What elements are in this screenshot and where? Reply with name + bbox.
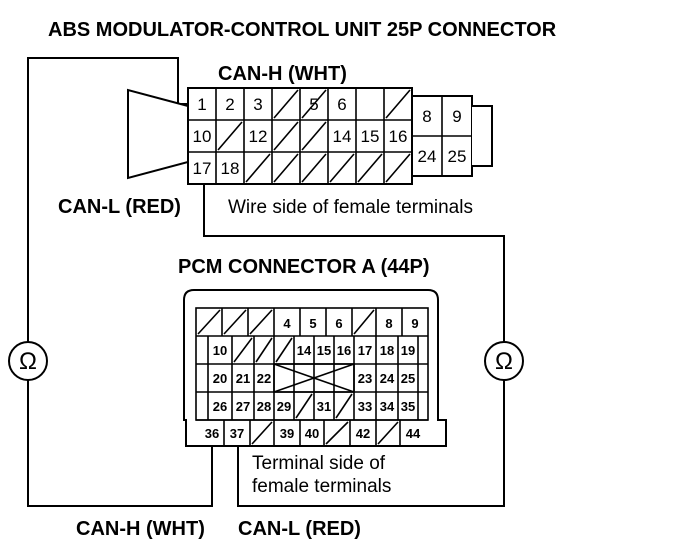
pcm-pin: 6: [335, 316, 342, 331]
pcm-pin: 9: [411, 316, 418, 331]
abs-connector: 1 2 3 5 6 8 9 10 12 14 15 16 17 18 24 25: [127, 87, 493, 185]
abs-pin: 8: [422, 107, 431, 126]
bottom-can-h-label: CAN-H (WHT): [76, 518, 205, 540]
abs-side-note: Wire side of female terminals: [228, 197, 473, 218]
abs-pin: 25: [448, 147, 467, 166]
pcm-pin: 27: [236, 399, 250, 414]
pcm-pin: 25: [401, 371, 415, 386]
abs-pin: 24: [418, 147, 437, 166]
pcm-pin: 24: [380, 371, 395, 386]
pcm-pin: 34: [380, 399, 395, 414]
pcm-pin: 37: [230, 426, 244, 441]
pcm-pin: 22: [257, 371, 271, 386]
pcm-pin: 8: [385, 316, 392, 331]
ohmmeter-right: Ω: [484, 341, 524, 381]
abs-can-l-label: CAN-L (RED): [58, 196, 181, 218]
bottom-can-l-label: CAN-L (RED): [238, 518, 361, 540]
abs-can-h-label: CAN-H (WHT): [218, 63, 347, 85]
pcm-connector: 4 5 6 8 9 10 14 15 16 17 18 19 20 21 22 …: [183, 289, 447, 447]
abs-pin: 18: [221, 159, 240, 178]
pcm-pin: 16: [337, 343, 351, 358]
pcm-pin: 31: [317, 399, 331, 414]
pcm-pin: 44: [406, 426, 421, 441]
pcm-pin: 33: [358, 399, 372, 414]
abs-pin: 2: [225, 95, 234, 114]
pcm-pin: 39: [280, 426, 294, 441]
pcm-pin: 28: [257, 399, 271, 414]
pcm-pin: 18: [380, 343, 394, 358]
abs-pin: 5: [309, 95, 318, 114]
pcm-pin: 10: [213, 343, 227, 358]
ohm-icon: Ω: [495, 348, 513, 375]
pcm-pin: 26: [213, 399, 227, 414]
abs-pin: 14: [333, 127, 352, 146]
pcm-pin: 21: [236, 371, 250, 386]
ohmmeter-left: Ω: [8, 341, 48, 381]
pcm-pin: 23: [358, 371, 372, 386]
pcm-pin: 19: [401, 343, 415, 358]
abs-pin: 10: [193, 127, 212, 146]
pcm-pin: 35: [401, 399, 415, 414]
abs-pin: 9: [452, 107, 461, 126]
pcm-pin: 29: [277, 399, 291, 414]
abs-pin: 3: [253, 95, 262, 114]
pcm-pin: 14: [297, 343, 312, 358]
pcm-side-note-line2: female terminals: [252, 476, 391, 497]
pcm-pin: 17: [358, 343, 372, 358]
pcm-pin: 36: [205, 426, 219, 441]
pcm-pin: 5: [309, 316, 316, 331]
pcm-pin: 40: [305, 426, 319, 441]
pcm-pin: 42: [356, 426, 370, 441]
pcm-pin: 4: [283, 316, 291, 331]
pcm-side-note-line1: Terminal side of: [252, 453, 386, 474]
pcm-pin: 20: [213, 371, 227, 386]
abs-pin: 12: [249, 127, 268, 146]
abs-connector-title: ABS MODULATOR-CONTROL UNIT 25P CONNECTOR: [48, 19, 557, 41]
abs-pin: 16: [389, 127, 408, 146]
abs-pin: 6: [337, 95, 346, 114]
abs-pin: 15: [361, 127, 380, 146]
abs-pin: 1: [197, 95, 206, 114]
abs-pin: 17: [193, 159, 212, 178]
pcm-pin: 15: [317, 343, 331, 358]
ohm-icon: Ω: [19, 348, 37, 375]
pcm-connector-title: PCM CONNECTOR A (44P): [178, 256, 430, 278]
